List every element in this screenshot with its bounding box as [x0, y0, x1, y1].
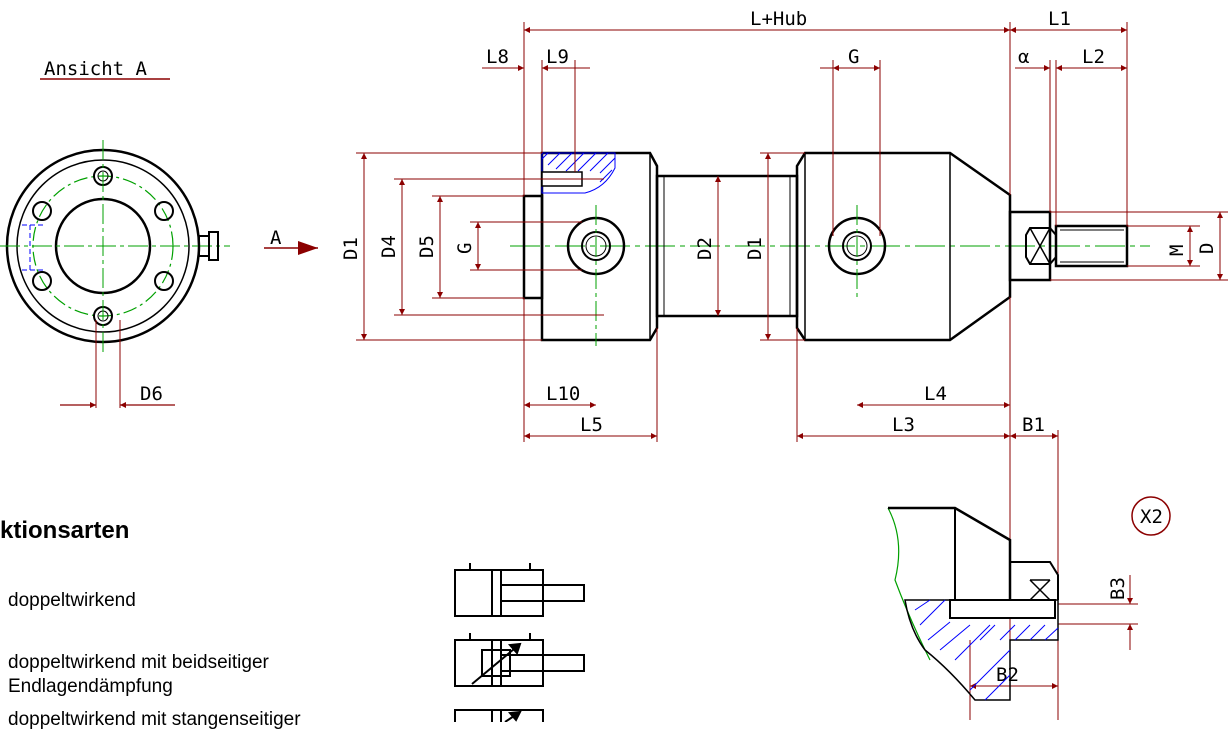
dim-D5: D5 — [416, 235, 438, 258]
dim-alpha: α — [1018, 46, 1029, 68]
dim-M: M — [1166, 245, 1188, 256]
dim-B2: B2 — [996, 664, 1019, 686]
detail-x2 — [887, 506, 1059, 701]
dim-L1: L1 — [1048, 8, 1071, 30]
dim-D2: D2 — [694, 237, 716, 260]
section-title: ktionsarten — [0, 517, 130, 544]
end-view: Ansicht A D6 — [0, 58, 230, 408]
dim-L9: L9 — [546, 46, 569, 68]
option-double-acting: doppeltwirkend — [8, 590, 136, 611]
view-arrow: A — [264, 227, 318, 255]
symbol-double-acting-cushion-rod — [454, 709, 544, 722]
view-label: Ansicht A — [44, 58, 148, 80]
dim-G-top: G — [848, 46, 859, 68]
cylinder-side-view — [510, 151, 1150, 346]
symbol-double-acting — [454, 563, 585, 617]
detail-label: X2 — [1140, 506, 1163, 528]
dim-D6: D6 — [140, 383, 163, 405]
dimension-labels: L+Hub L1 L8 L9 G α L2 D1 D4 D5 G D2 D1 M… — [340, 8, 1218, 686]
dim-L3: L3 — [892, 414, 915, 436]
dim-L5: L5 — [580, 414, 603, 436]
dim-B3: B3 — [1107, 577, 1129, 600]
option-double-acting-cushion-rod: doppeltwirkend mit stangenseitiger — [8, 709, 301, 730]
dim-D4: D4 — [378, 235, 400, 258]
dim-L-hub: L+Hub — [750, 8, 807, 30]
dim-L4: L4 — [924, 383, 947, 405]
svg-text:A: A — [270, 227, 282, 249]
dim-L2: L2 — [1082, 46, 1105, 68]
dim-D1-left: D1 — [340, 237, 362, 260]
dim-L8: L8 — [486, 46, 509, 68]
dim-D1-mid: D1 — [744, 237, 766, 260]
dim-G-left: G — [454, 243, 476, 254]
dimensions — [356, 22, 1228, 720]
dim-B1: B1 — [1022, 414, 1045, 436]
option-double-acting-cushion-both: doppeltwirkend mit beidseitiger Endlagen… — [8, 652, 269, 697]
dim-L10: L10 — [546, 383, 580, 405]
dim-D: D — [1196, 243, 1218, 254]
symbol-double-acting-cushion-both — [454, 633, 585, 687]
